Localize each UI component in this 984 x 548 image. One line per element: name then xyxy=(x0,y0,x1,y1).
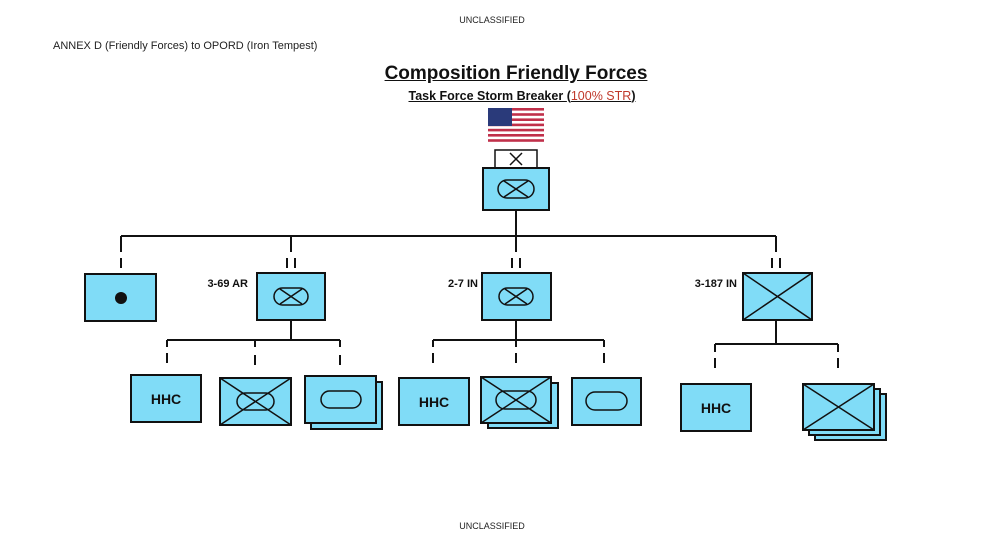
annex-title: ANNEX D (Friendly Forces) to OPORD (Iron… xyxy=(53,40,318,52)
hhc-3-69-symbol[interactable]: HHC xyxy=(130,374,202,423)
hhc-label: HHC xyxy=(151,391,181,407)
mech-infantry-companies-symbol[interactable] xyxy=(480,376,559,429)
hhc-2-7-symbol[interactable]: HHC xyxy=(398,377,470,426)
bn-2-7-in-label: 2-7 IN xyxy=(448,278,478,290)
armor-companies-symbol[interactable] xyxy=(304,375,383,430)
page-title: Composition Friendly Forces xyxy=(384,63,648,84)
infantry-companies-symbol[interactable] xyxy=(802,383,887,441)
task-force-subtitle: Task Force Storm Breaker (100% STR) xyxy=(0,89,984,103)
task-force-name: Task Force Storm Breaker xyxy=(408,89,567,103)
strength-value: 100% STR xyxy=(570,89,632,103)
bn-3-69-ar-symbol[interactable] xyxy=(256,272,326,321)
connector-lines xyxy=(120,210,839,368)
hhc-label: HHC xyxy=(419,394,449,410)
hhc-3-187-symbol[interactable]: HHC xyxy=(680,383,752,432)
hhc-label: HHC xyxy=(701,400,731,416)
us-flag-icon xyxy=(488,108,544,142)
armor-company-symbol[interactable] xyxy=(571,377,642,426)
mech-infantry-company-symbol[interactable] xyxy=(219,377,292,426)
bn-3-187-in-label: 3-187 IN xyxy=(695,278,737,290)
classification-header: UNCLASSIFIED xyxy=(459,15,525,25)
dot-icon xyxy=(115,292,127,304)
paren-close: ) xyxy=(631,89,636,103)
brigade-echelon-icon xyxy=(494,149,538,169)
bn-3-69-ar-label: 3-69 AR xyxy=(207,278,248,290)
bn-3-187-in-symbol[interactable] xyxy=(742,272,813,321)
bn-2-7-in-symbol[interactable] xyxy=(481,272,552,321)
company-dot-symbol[interactable] xyxy=(84,273,157,322)
classification-footer: UNCLASSIFIED xyxy=(459,521,525,531)
paren-open: ( xyxy=(566,89,571,103)
brigade-mech-infantry-symbol[interactable] xyxy=(482,167,550,211)
